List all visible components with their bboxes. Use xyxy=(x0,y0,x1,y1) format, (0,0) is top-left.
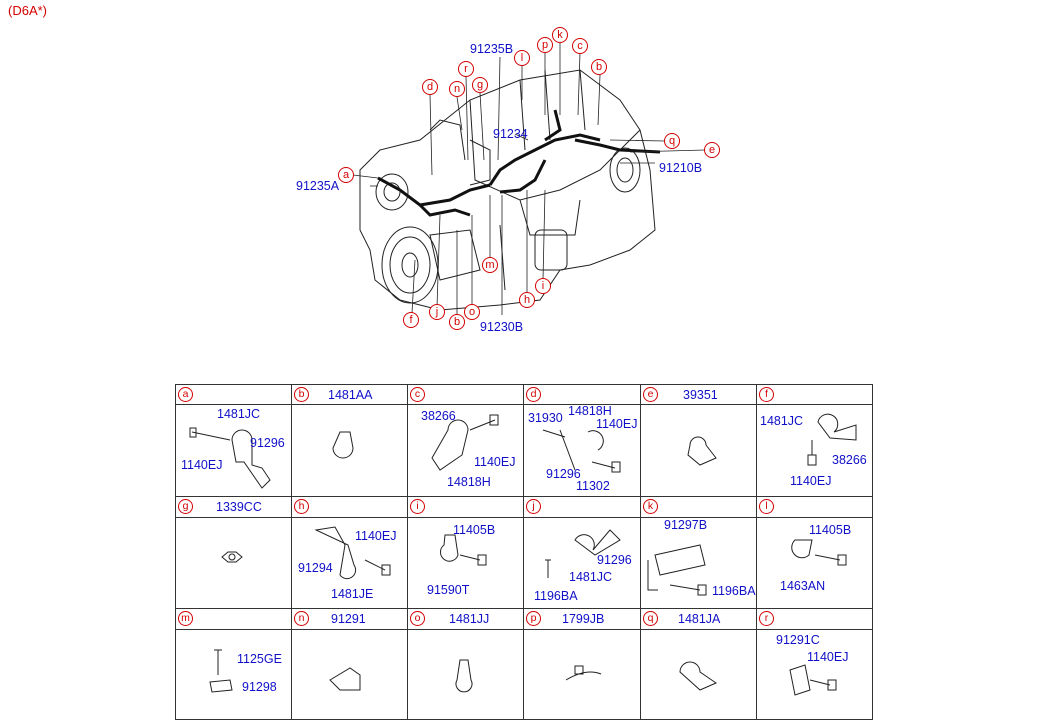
cell-d-part-11302: 11302 xyxy=(576,479,610,493)
cell-f-part-1140ej: 1140EJ xyxy=(790,474,832,488)
cell-d-letter: d xyxy=(526,387,541,402)
callout-i: i xyxy=(535,278,551,294)
partno-91230b: 91230B xyxy=(480,320,524,334)
cell-h-part-1140ej: 1140EJ xyxy=(355,529,397,543)
callout-a: a xyxy=(338,167,354,183)
callout-d: d xyxy=(422,79,438,95)
cell-f-part-1481jc: 1481JC xyxy=(760,414,804,428)
callout-l: l xyxy=(514,50,530,66)
cell-m-part-91298: 91298 xyxy=(242,680,277,694)
cell-g-letter: g xyxy=(178,499,193,514)
cell-q-code: 1481JA xyxy=(678,612,721,626)
cell-i-letter: i xyxy=(410,499,425,514)
callout-e: e xyxy=(704,142,720,158)
cell-a-letter: a xyxy=(178,387,193,402)
cell-d-part-91296: 91296 xyxy=(546,467,581,481)
cell-c-part-1140ej: 1140EJ xyxy=(474,455,516,469)
callout-b-top: b xyxy=(591,59,607,75)
cell-a-part-1140ej: 1140EJ xyxy=(181,458,223,472)
cell-o-letter: o xyxy=(410,611,425,626)
cell-g-code: 1339CC xyxy=(216,500,262,514)
callout-f: f xyxy=(403,312,419,328)
cell-c-letter: c xyxy=(410,387,425,402)
cell-e-letter: e xyxy=(643,387,658,402)
cell-d-part-31930: 31930 xyxy=(528,411,563,425)
cell-j-part-1481jc: 1481JC xyxy=(569,570,613,584)
cell-d-part-1140ej: 1140EJ xyxy=(596,417,638,431)
callout-g: g xyxy=(472,77,488,93)
cell-l-letter: l xyxy=(759,499,774,514)
cell-k-letter: k xyxy=(643,499,658,514)
callout-c: c xyxy=(572,38,588,54)
partno-91235a: 91235A xyxy=(296,179,340,193)
cell-r-part-1140ej: 1140EJ xyxy=(807,650,849,664)
callout-m: m xyxy=(482,257,498,273)
cell-j-letter: j xyxy=(526,499,541,514)
callout-j: j xyxy=(429,304,445,320)
cell-k-part-1196ba: 1196BA xyxy=(712,584,756,598)
callout-q: q xyxy=(664,133,680,149)
cell-b-letter: b xyxy=(294,387,309,402)
cell-h-letter: h xyxy=(294,499,309,514)
cell-f-letter: f xyxy=(759,387,774,402)
cell-c-part-38266: 38266 xyxy=(421,409,456,423)
cell-f-part-38266: 38266 xyxy=(832,453,867,467)
variant-label: (D6A*) xyxy=(8,3,48,18)
callout-o: o xyxy=(464,304,480,320)
partno-91234: 91234 xyxy=(493,127,528,141)
cell-i-part-11405b: 11405B xyxy=(453,523,496,537)
cell-p-code: 1799JB xyxy=(562,612,605,626)
cell-r-letter: r xyxy=(759,611,774,626)
cell-e-code: 39351 xyxy=(683,388,718,402)
callout-n: n xyxy=(449,81,465,97)
callout-p: p xyxy=(537,37,553,53)
cell-i-part-91590t: 91590T xyxy=(427,583,470,597)
callout-k: k xyxy=(552,27,568,43)
cell-n-letter: n xyxy=(294,611,309,626)
callout-r: r xyxy=(458,61,474,77)
cell-m-letter: m xyxy=(178,611,193,626)
cell-o-code: 1481JJ xyxy=(449,612,490,626)
cell-r-part-91291c: 91291C xyxy=(776,633,820,647)
cell-k-part-91297b: 91297B xyxy=(664,518,708,532)
cell-q-letter: q xyxy=(643,611,658,626)
cell-d-part-14818h: 14818H xyxy=(568,404,612,418)
cell-b-code: 1481AA xyxy=(328,388,373,402)
callout-h: h xyxy=(519,292,535,308)
partno-91210b: 91210B xyxy=(659,161,703,175)
cell-l-part-11405b: 11405B xyxy=(809,523,852,537)
cell-l-part-1463an: 1463AN xyxy=(780,579,826,593)
cell-h-part-91294: 91294 xyxy=(298,561,333,575)
cell-c-part-14818h: 14818H xyxy=(447,475,491,489)
cell-p-letter: p xyxy=(526,611,541,626)
cell-m-part-1125ge: 1125GE xyxy=(237,652,282,666)
partno-91235b: 91235B xyxy=(470,42,514,56)
cell-j-part-1196ba: 1196BA xyxy=(534,589,578,603)
cell-a-part-91296: 91296 xyxy=(250,436,285,450)
callout-b-bottom: b xyxy=(449,314,465,330)
cell-a-part-1481jc: 1481JC xyxy=(217,407,261,421)
cell-j-part-91296: 91296 xyxy=(597,553,632,567)
cell-n-code: 91291 xyxy=(331,612,366,626)
cell-h-part-1481je: 1481JE xyxy=(331,587,374,601)
